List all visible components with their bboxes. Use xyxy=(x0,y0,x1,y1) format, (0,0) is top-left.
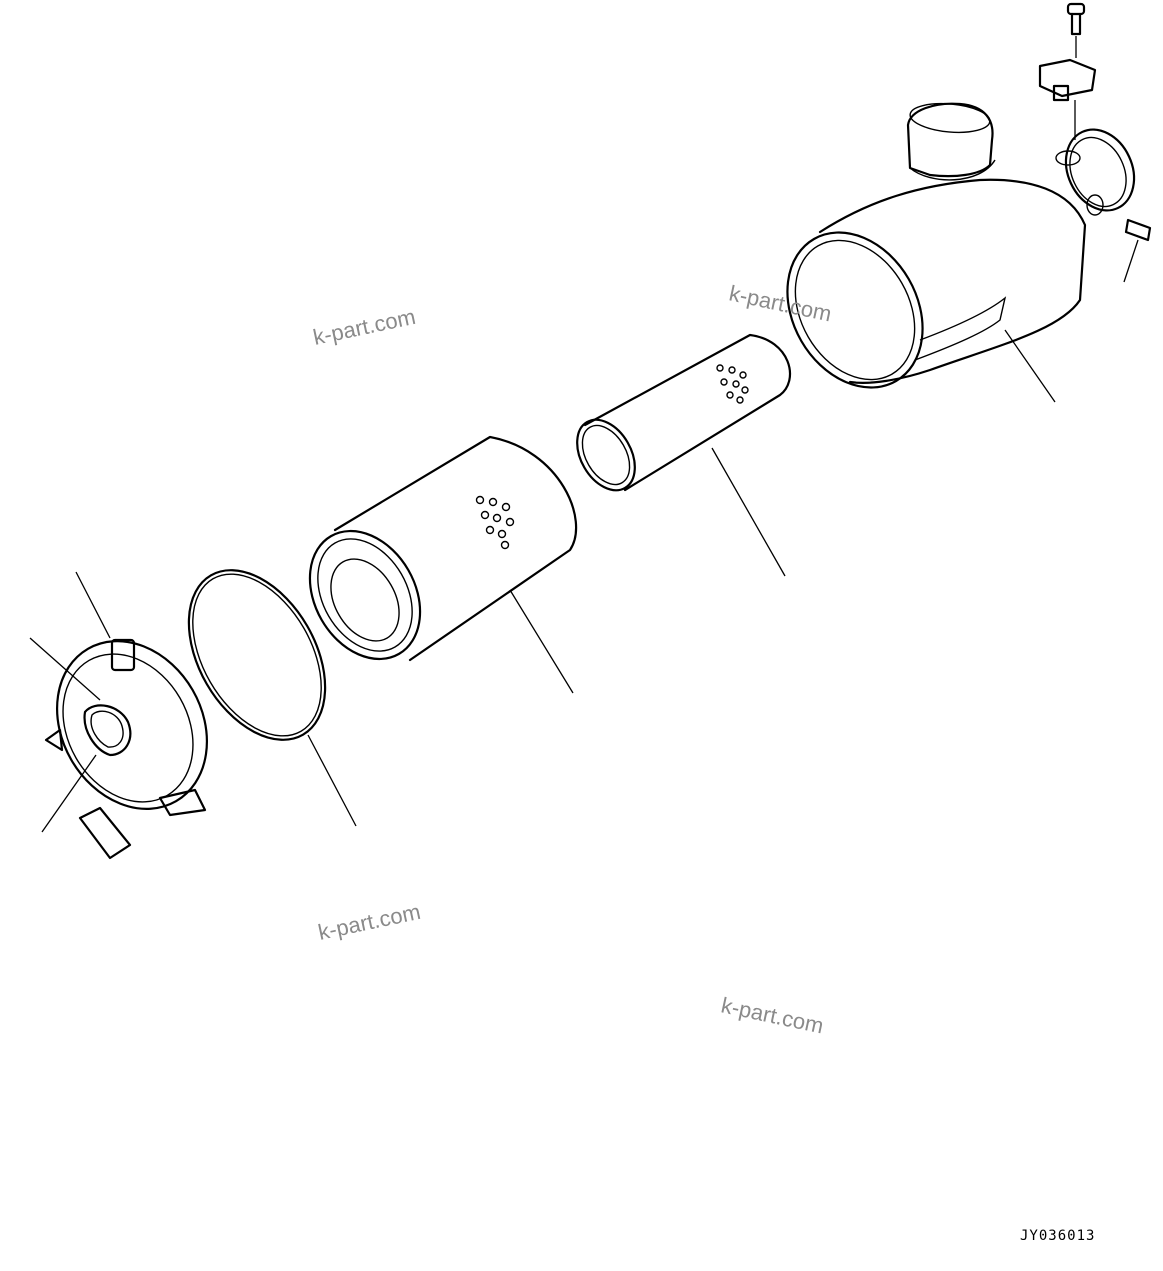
watermark: k-part.com xyxy=(311,304,418,350)
inner-element xyxy=(576,333,792,492)
end-cover xyxy=(44,638,209,860)
watermark: k-part.com xyxy=(719,992,826,1038)
bolt xyxy=(1066,2,1086,58)
drawing-code: JY036013 xyxy=(1020,1228,1095,1244)
plug xyxy=(1123,218,1152,283)
outer-element xyxy=(308,435,578,662)
sensor-bracket xyxy=(1038,58,1097,140)
watermark: k-part.com xyxy=(727,280,834,326)
gasket-ring xyxy=(187,569,327,741)
air-cleaner-housing xyxy=(786,102,1136,389)
watermark: k-part.com xyxy=(316,899,423,945)
